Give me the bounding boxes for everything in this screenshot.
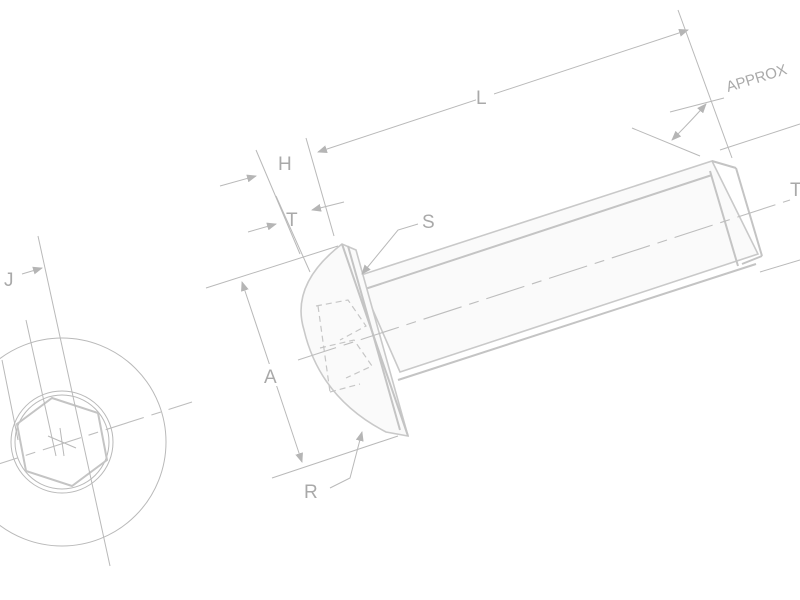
a-extension-bottom [271,435,399,479]
l-dimension-line [317,29,689,153]
label-a: A [264,367,277,388]
socket-hidden-side [317,305,331,393]
end-view: J [0,235,193,567]
approx-ref-line-2 [669,97,725,113]
thread-end-line [709,170,739,267]
j-extension-line-2 [1,359,19,441]
dimensions: L H T S A R APPROX T [205,9,800,503]
label-t-thread: T [790,180,800,201]
label-r: R [304,482,318,503]
h-extension-1 [255,149,301,255]
l-extension-right [677,9,733,159]
end-view-centerline-v [37,235,111,567]
hex-socket [15,396,109,488]
t-dimension-arrow-left [247,222,277,233]
socket-hidden-lines [315,299,373,393]
chamfer-bottom [741,255,763,265]
label-j: J [4,270,14,291]
s-leader [361,223,419,275]
label-approx: APPROX [724,61,789,96]
label-s: S [422,212,435,233]
t-dimension-arrow-right [311,201,345,212]
thread-t-extension-top [719,123,800,151]
label-t-head: T [286,210,298,231]
l-label-bg [476,84,494,106]
t-extension-1 [275,195,311,273]
end-view-centerline-h [0,401,193,465]
shank-bottom-edge [397,263,757,381]
thread-t-extension-bottom [759,259,800,273]
label-l: L [476,88,487,109]
approx-ref-line [631,127,701,157]
chamfer-face [735,167,763,257]
l-extension-left [305,137,335,237]
r-leader [329,431,364,489]
screw-centerline [297,199,791,361]
screw-shank [356,160,760,373]
label-h: H [278,154,292,175]
a-extension-top [205,245,339,289]
shank-top-edge [361,174,713,291]
end-view-socket-circle [10,390,114,494]
approx-angle-arc [671,103,707,141]
a-label-bg [262,364,282,386]
center-mark-v [59,427,65,457]
chamfer-top [711,160,737,169]
end-view-socket-inner-circle [14,394,110,490]
j-extension-line-1 [25,319,57,457]
side-view [297,160,791,438]
h-dimension-arrow [219,174,257,187]
end-view-head-outline [0,337,167,547]
j-dimension-arrow [21,266,43,275]
head-bearing-face-inner [347,245,401,431]
